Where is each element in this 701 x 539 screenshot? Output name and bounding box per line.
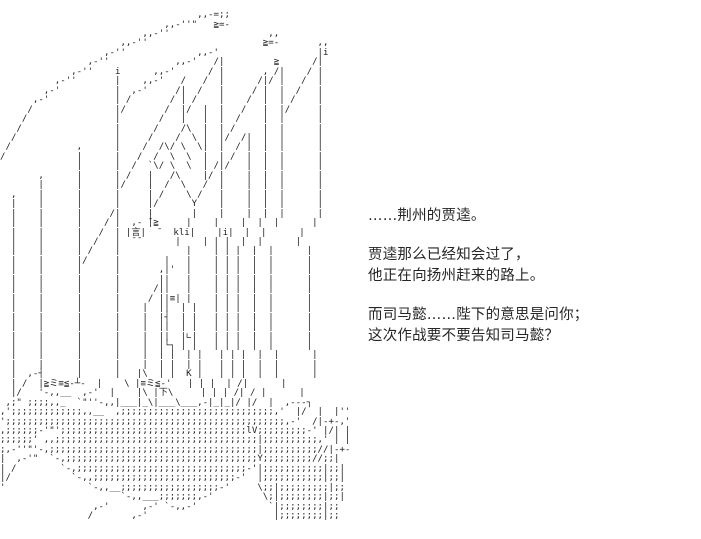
dialogue-line: 贾逵那么已经知会过了， [368,247,530,263]
dialogue-line: ……荆州的贾逵。 [368,208,486,224]
dialogue-paragraph: 而司马懿……陛下的意思是问你； 这次作战要不要告知司马懿？ [368,305,688,347]
dialogue-line: 这次作战要不要告知司马懿？ [368,328,560,344]
dialogue-text-block: ……荆州的贾逵。 贾逵那么已经知会过了， 他正在向扬州赶来的路上。 而司马懿……… [368,206,688,347]
ascii-art-illustration: ,,-=;; ,,-''" ≧=- ,,-'' ,, ,,-'' ≧=- ,, … [0,11,351,522]
dialogue-line: 他正在向扬州赶来的路上。 [368,268,545,284]
dialogue-line: 而司马懿……陛下的意思是问你； [368,307,589,323]
dialogue-paragraph: ……荆州的贾逵。 [368,206,688,227]
dialogue-paragraph: 贾逵那么已经知会过了， 他正在向扬州赶来的路上。 [368,245,688,287]
